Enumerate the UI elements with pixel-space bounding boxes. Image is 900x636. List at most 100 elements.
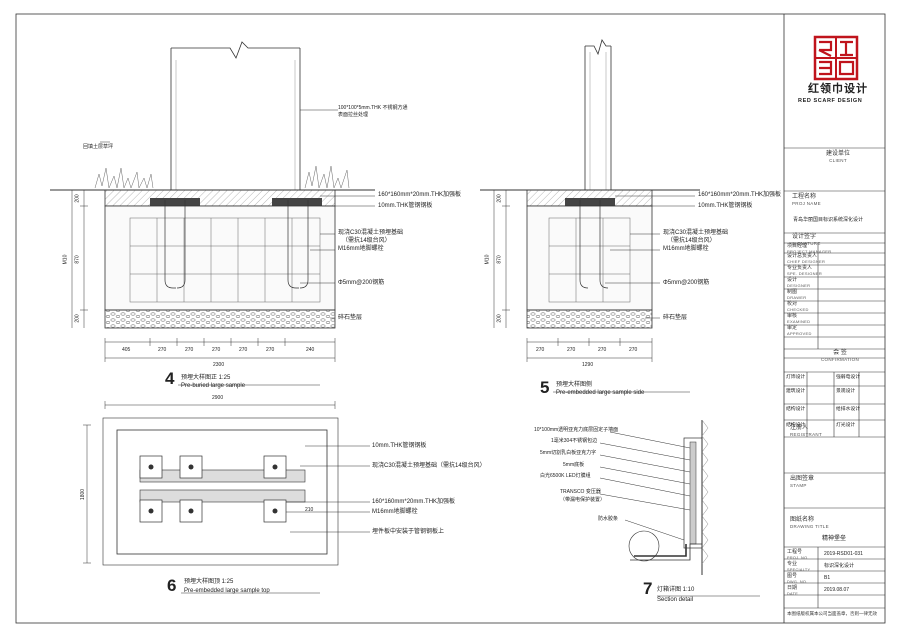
d6-callout-concrete: 现浇C30混凝土预埋基础（需抗14级台风） xyxy=(372,463,486,469)
d7-title-english: Section detail xyxy=(657,597,694,603)
d7-callout-4: 5mm底板 xyxy=(563,462,585,468)
d7-callout-1: 10*100mm透明亚克力底层固定子墙面 xyxy=(534,427,619,433)
title-block-grid xyxy=(784,147,885,609)
d5-dim-left-1: 200 xyxy=(496,194,503,203)
d5-callout-bolt: M16mm地脚螺栓 xyxy=(663,246,709,252)
d5-dim-left-2: 870 xyxy=(496,255,503,264)
d6-title-english: Pre-embedded large sample top xyxy=(184,588,270,594)
d4-title: 预埋大样图正 1:25 xyxy=(181,375,231,381)
d4-callout-bolt: M16mm地脚螺栓 xyxy=(338,246,384,252)
d5-title: 预埋大样图侧 xyxy=(556,382,593,388)
d4-dim-total: M10 xyxy=(62,254,69,265)
d6-dim-top: 2900 xyxy=(212,395,224,401)
tb-project-value: 青岛华丽国目标识系统深化设计 xyxy=(793,217,864,223)
d4-dim-bottom-3: 270 xyxy=(185,347,194,353)
d5-callout-concrete-note: （需抗14级台风） xyxy=(667,238,716,244)
d4-dim-left-1: 200 xyxy=(74,194,81,203)
d6-callout-bolt: M16mm地脚螺栓 xyxy=(372,509,418,515)
d7-title: 灯箱详图 1:10 xyxy=(657,587,695,593)
d4-dim-bottom-1: 405 xyxy=(122,347,131,353)
tb-meta-value-2: B1 xyxy=(824,575,831,581)
d7-callout-5: 白光6500K LED灯膜组 xyxy=(540,473,591,479)
d4-callout-lawn: 回填土层草坪 xyxy=(83,144,114,150)
tb-sign-cell: 建筑设计 xyxy=(786,389,806,394)
d5-detail-number: 5 xyxy=(540,378,550,397)
d4-dim-bottom-7: 240 xyxy=(306,347,315,353)
d4-callout-gravel: 碎石垫层 xyxy=(338,315,363,321)
detail-5-elevation xyxy=(480,39,700,393)
d5-callout-gravel: 碎石垫层 xyxy=(663,315,688,321)
detail-4-elevation xyxy=(50,41,375,386)
d4-detail-number: 4 xyxy=(165,369,175,388)
d5-dim-bottom-1: 270 xyxy=(536,347,545,353)
tb-sign-cell: 灯光设计 xyxy=(836,423,856,428)
d4-dim-overall: 2300 xyxy=(213,362,225,368)
d6-dim-small: 210 xyxy=(305,507,314,513)
d6-title: 预埋大样图顶 1:25 xyxy=(184,579,234,585)
tb-sign-cell: 景观设计 xyxy=(836,389,856,394)
d4-callout-rebar: Φ5mm@200钢筋 xyxy=(338,280,385,286)
d5-title-english: Pre-embedded large sample side xyxy=(556,390,645,396)
tb-sign-cell: 灯饰设计 xyxy=(786,375,806,380)
brand-name: 红领巾设计 xyxy=(808,83,868,95)
tb-sign-cell: 给排水设计 xyxy=(836,407,860,412)
d6-dim-side: 1800 xyxy=(80,488,87,501)
d6-callout-steel: 10mm.THK管钢钢板 xyxy=(372,443,427,449)
d4-dim-left-3: 200 xyxy=(74,314,81,323)
d7-callout-2: 1毫米304不锈钢包边 xyxy=(551,438,598,444)
brand-name-english: RED SCARF DESIGN xyxy=(798,98,863,104)
detail-6-plan xyxy=(83,401,370,594)
d5-dim-bottom-4: 270 xyxy=(629,347,638,353)
d5-dim-total: M10 xyxy=(484,254,491,265)
d4-callout-concrete-note: （需抗14级台风） xyxy=(342,238,391,244)
tb-footer-note: 本图纸版权属本公司当面盖章，否则一律无效 xyxy=(787,611,877,616)
d4-title-english: Pre-buried large sample xyxy=(181,383,246,389)
tb-drawing-title-value: 精神堡垒 xyxy=(822,536,847,542)
d5-dim-overall: 1290 xyxy=(582,362,594,368)
d5-callout-rebar: Φ5mm@200钢筋 xyxy=(663,280,710,286)
d6-callout-weld: 埋件板中安装于管钢钢板上 xyxy=(372,529,445,535)
tb-sign-cell: 结构设计 xyxy=(786,423,806,428)
d4-callout-plate: 160*160mm*20mm.THK加强板 xyxy=(378,192,462,198)
d4-callout-tube: 100*100*5mm.THK 不锈钢方通 xyxy=(338,105,408,111)
d7-callout-7: （带漏电保护装置） xyxy=(560,497,606,503)
d5-callout-steel: 10mm.THK管钢钢板 xyxy=(698,203,753,209)
d4-dim-bottom-6: 270 xyxy=(266,347,275,353)
tb-meta-value-0: 2019-RSD01-031 xyxy=(824,551,863,557)
d7-callout-8: 防水胶条 xyxy=(598,516,619,522)
d4-callout-tube-finish: 表面拉丝处理 xyxy=(338,112,369,118)
d6-detail-number: 6 xyxy=(167,576,177,595)
d6-callout-plate: 160*160mm*20mm.THK加强板 xyxy=(372,499,456,505)
tb-sign-cell: 强弱电设计 xyxy=(836,375,860,380)
detail-7-section xyxy=(599,419,760,597)
d5-callout-plate: 160*160mm*20mm.THK加强板 xyxy=(698,192,782,198)
brand-logo-mark xyxy=(813,35,859,81)
d4-dim-left-2: 870 xyxy=(74,255,81,264)
d5-dim-bottom-3: 270 xyxy=(598,347,607,353)
d5-dim-left-3: 200 xyxy=(496,314,503,323)
tb-sign-cell: 结构设计 xyxy=(786,407,806,412)
tb-meta-value-3: 2019.08.07 xyxy=(824,587,850,593)
d4-callout-concrete: 现浇C30混凝土预埋基础 xyxy=(338,230,404,236)
d4-dim-bottom-5: 270 xyxy=(239,347,248,353)
sheet-border xyxy=(15,13,886,624)
